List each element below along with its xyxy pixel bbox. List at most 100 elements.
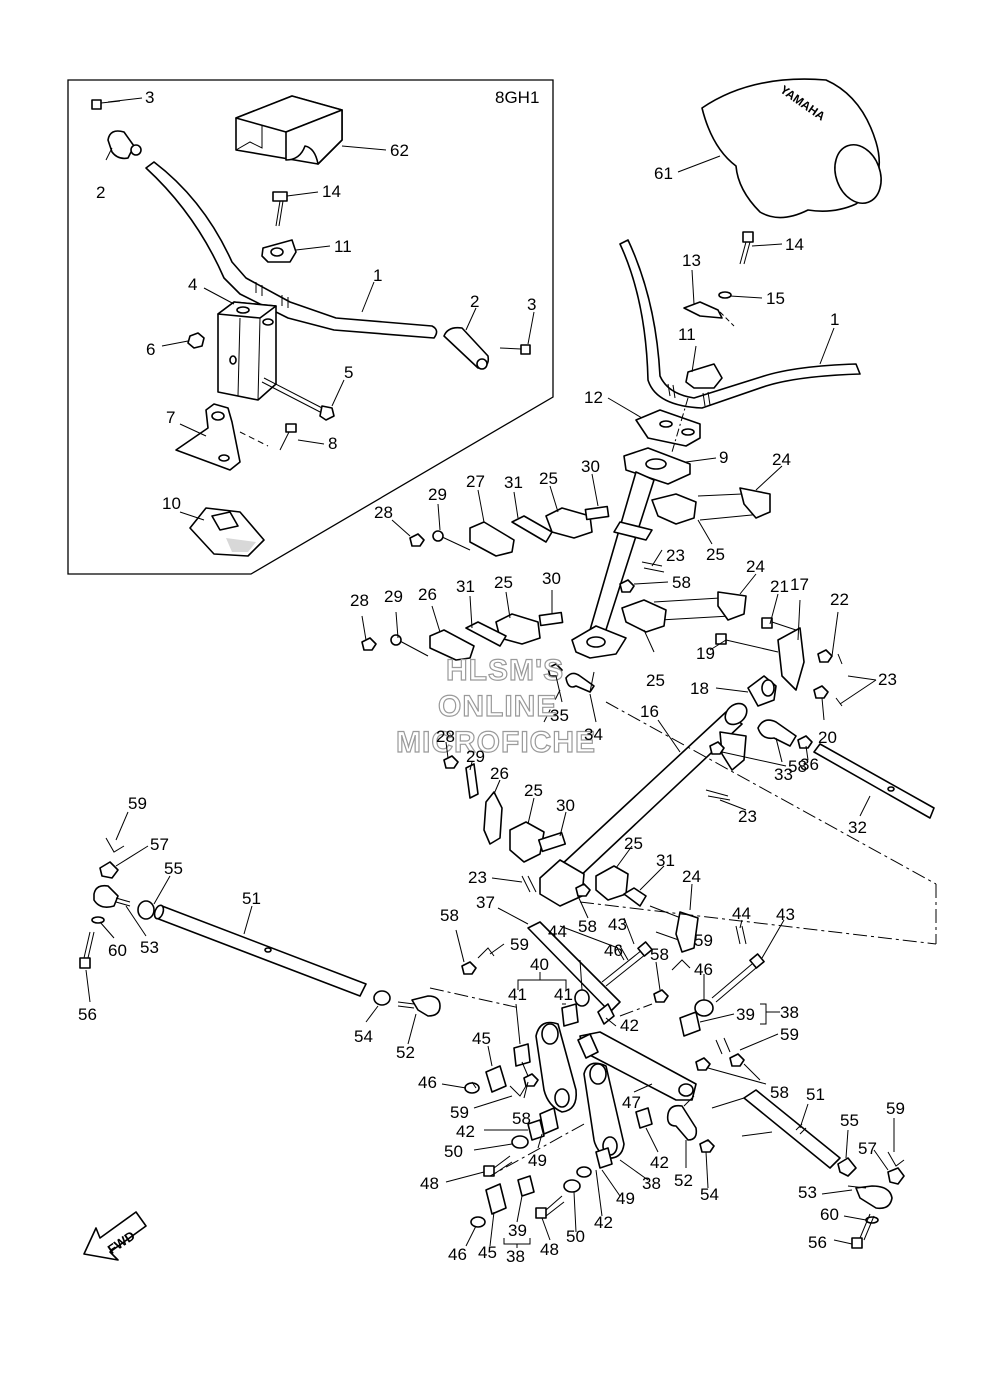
part-9-steering-column — [571, 447, 691, 659]
watermark-line-3: MICROFICHE — [396, 726, 596, 759]
part-6-nut — [187, 332, 205, 349]
callout-1: 1 — [373, 266, 382, 285]
ref-line-d — [429, 987, 521, 1009]
part-46-washer-c — [464, 1082, 480, 1094]
part-58-nut-f — [523, 1073, 539, 1087]
part-23-clip-c — [705, 789, 731, 801]
part-29-bolt-a — [439, 535, 471, 551]
callout-59: 59 — [886, 1099, 905, 1118]
callout-28: 28 — [350, 591, 369, 610]
part-45-bushing-b — [485, 1183, 507, 1215]
part-7-lower-bracket — [175, 403, 241, 471]
part-38-bushing-b — [517, 1175, 535, 1197]
part-30-pin-b — [538, 611, 564, 627]
callout-58: 58 — [512, 1109, 531, 1128]
ref-line-c — [579, 901, 937, 945]
part-58-nut-g — [729, 1053, 745, 1067]
callout-23: 23 — [468, 868, 487, 887]
part-30-pin-a — [584, 505, 610, 521]
callout-29: 29 — [428, 485, 447, 504]
callout-49: 49 — [528, 1151, 547, 1170]
callout-13: 13 — [682, 251, 701, 270]
part-11-holder-inset — [261, 239, 297, 263]
callout-16: 16 — [640, 702, 659, 721]
part-54-bushing-a — [373, 990, 391, 1006]
callout-62: 62 — [390, 141, 409, 160]
part-50-washer-b — [563, 1179, 581, 1193]
part-25-joint-c — [621, 599, 667, 633]
inset-frame — [67, 79, 554, 575]
part-10-boot — [189, 507, 265, 557]
bracket-39-38-right — [760, 1003, 767, 1025]
part-53-rod-end-b — [855, 1185, 893, 1210]
part-45-bushing-a — [485, 1065, 507, 1093]
part-28-nut-a — [409, 533, 425, 547]
callout-45: 45 — [472, 1029, 491, 1048]
callout-31: 31 — [456, 577, 475, 596]
callout-25: 25 — [524, 781, 543, 800]
part-29-bolt-b — [397, 639, 429, 657]
part-14-bolt-inset — [272, 191, 288, 227]
callout-34: 34 — [584, 725, 603, 744]
fwd-arrow: FWD — [83, 1211, 147, 1261]
callout-38: 38 — [780, 1003, 799, 1022]
callout-2: 2 — [96, 183, 105, 202]
part-59-clip-c — [671, 959, 691, 971]
callout-41: 41 — [508, 985, 527, 1004]
callout-60: 60 — [108, 941, 127, 960]
part-1-handlebar-inset — [145, 161, 438, 339]
part-24-rod-upper — [697, 487, 771, 521]
callout-59: 59 — [450, 1103, 469, 1122]
callout-51: 51 — [242, 889, 261, 908]
callout-23: 23 — [738, 807, 757, 826]
ref-line-a — [605, 701, 937, 885]
callout-32: 32 — [848, 818, 867, 837]
callout-52: 52 — [674, 1171, 693, 1190]
callout-1: 1 — [830, 310, 839, 329]
callout-42: 42 — [456, 1122, 475, 1141]
callout-50: 50 — [566, 1227, 585, 1246]
part-42-collar-a — [597, 1003, 615, 1025]
callout-60: 60 — [820, 1205, 839, 1224]
callout-27: 27 — [466, 472, 485, 491]
callout-59: 59 — [510, 935, 529, 954]
part-16-relay-shaft — [539, 702, 748, 907]
part-60-washer-a — [91, 916, 105, 924]
callout-47: 47 — [622, 1093, 641, 1112]
part-27-plate — [469, 521, 515, 557]
part-31-link-b — [465, 621, 507, 647]
callout-58: 58 — [788, 757, 807, 776]
part-14-bolt-main — [739, 231, 754, 265]
callout-49: 49 — [616, 1189, 635, 1208]
callout-53: 53 — [140, 938, 159, 957]
inset-code: 8GH1 — [495, 88, 539, 107]
callout-33: 33 — [774, 765, 793, 784]
part-25-joint-a — [651, 493, 697, 525]
part-5-bolt — [261, 377, 335, 421]
part-37-link — [527, 921, 621, 1013]
part-59-clip-d — [509, 1085, 527, 1097]
part-19-bolt — [715, 633, 779, 653]
callout-18: 18 — [690, 679, 709, 698]
callout-21: 21 — [770, 577, 789, 596]
part-40-arm — [535, 1021, 578, 1113]
part-59-clip-b — [477, 947, 495, 959]
callout-42: 42 — [594, 1213, 613, 1232]
part-48-bolt-b — [535, 1195, 565, 1219]
callout-41: 41 — [554, 985, 573, 1004]
part-17-bracket — [777, 627, 805, 691]
part-42-collar-d — [595, 1147, 613, 1169]
callout-25: 25 — [624, 834, 643, 853]
callout-46: 46 — [448, 1245, 467, 1264]
callout-39: 39 — [508, 1221, 527, 1240]
part-51-cut-lines — [711, 1097, 773, 1137]
callout-53: 53 — [798, 1183, 817, 1202]
callout-52: 52 — [396, 1043, 415, 1062]
callout-46: 46 — [604, 941, 623, 960]
callout-50: 50 — [444, 1142, 463, 1161]
part-23-clip-b — [835, 653, 843, 707]
callout-24: 24 — [746, 557, 765, 576]
part-50-washer-c — [576, 1166, 592, 1178]
callout-42: 42 — [620, 1016, 639, 1035]
callout-56: 56 — [808, 1233, 827, 1252]
